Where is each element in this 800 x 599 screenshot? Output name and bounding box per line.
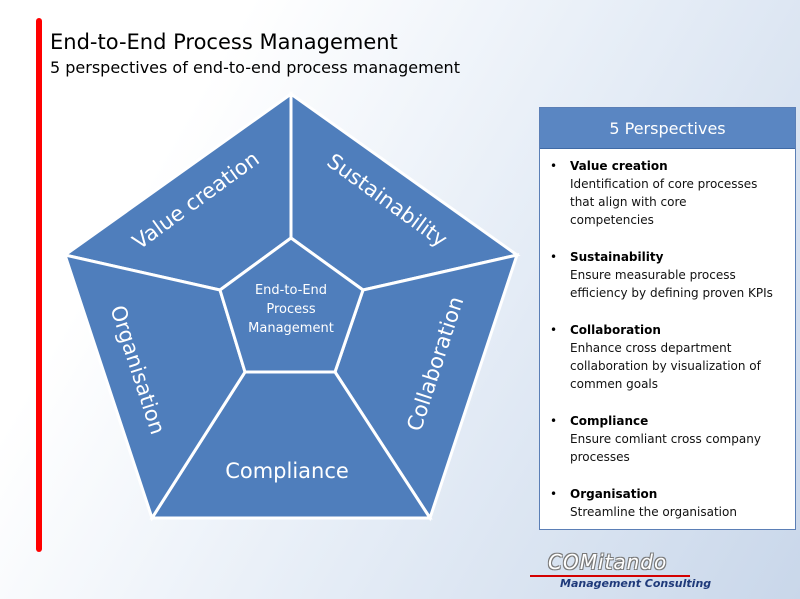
center-label-line-2: Process [266, 302, 316, 317]
bullet-icon: • [550, 323, 558, 337]
page-title: End-to-End Process Management [50, 30, 398, 54]
perspectives-list: • Value creation Identification of core … [540, 149, 795, 521]
logo-underline [530, 575, 690, 577]
item-description-line: commen goals [570, 377, 659, 391]
perspectives-panel: 5 Perspectives • Value creation Identifi… [539, 107, 796, 530]
item-title: Organisation [570, 487, 658, 501]
item-description-line: Identification of core processes [570, 177, 758, 191]
center-pentagon [218, 236, 365, 374]
page-subtitle: 5 perspectives of end-to-end process man… [50, 58, 460, 77]
segment-sustainability [289, 91, 521, 292]
item-description-line: Enhance cross department [570, 341, 732, 355]
item-description-line: that align with core [570, 195, 687, 209]
item-title: Compliance [570, 414, 649, 428]
company-logo: COMitando Management Consulting [530, 550, 712, 590]
item-description-line: Ensure measurable process [570, 268, 736, 282]
logo-brand: COMitando [548, 550, 668, 574]
logo-tagline: Management Consulting [560, 577, 712, 590]
item-description-line: processes [570, 450, 630, 464]
bullet-icon: • [550, 487, 558, 501]
bullet-icon: • [550, 414, 558, 428]
item-description-line: Streamline the organisation [570, 505, 737, 519]
item-description-line: Ensure comliant cross company [570, 432, 761, 446]
item-title: Sustainability [570, 250, 664, 264]
bullet-icon: • [550, 159, 558, 173]
center-label-line-3: Management [248, 321, 334, 336]
item-title: Value creation [570, 159, 668, 173]
panel-header: 5 Perspectives [540, 108, 795, 149]
segment-value-creation [61, 91, 293, 292]
item-description-line: efficiency by defining proven KPIs [570, 286, 773, 300]
label-compliance: Compliance [225, 459, 349, 483]
list-item: • Value creation Identification of core … [546, 157, 791, 229]
list-item: • Collaboration Enhance cross department… [546, 321, 791, 393]
red-accent-bar [36, 18, 42, 552]
list-item: • Compliance Ensure comliant cross compa… [546, 412, 791, 466]
item-title: Collaboration [570, 323, 661, 337]
center-label-line-1: End-to-End [255, 283, 327, 298]
item-description-line: competencies [570, 213, 654, 227]
list-item: • Organisation Streamline the organisati… [546, 485, 791, 521]
bullet-icon: • [550, 250, 558, 264]
item-description-line: collaboration by visualization of [570, 359, 761, 373]
list-item: • Sustainability Ensure measurable proce… [546, 248, 791, 302]
